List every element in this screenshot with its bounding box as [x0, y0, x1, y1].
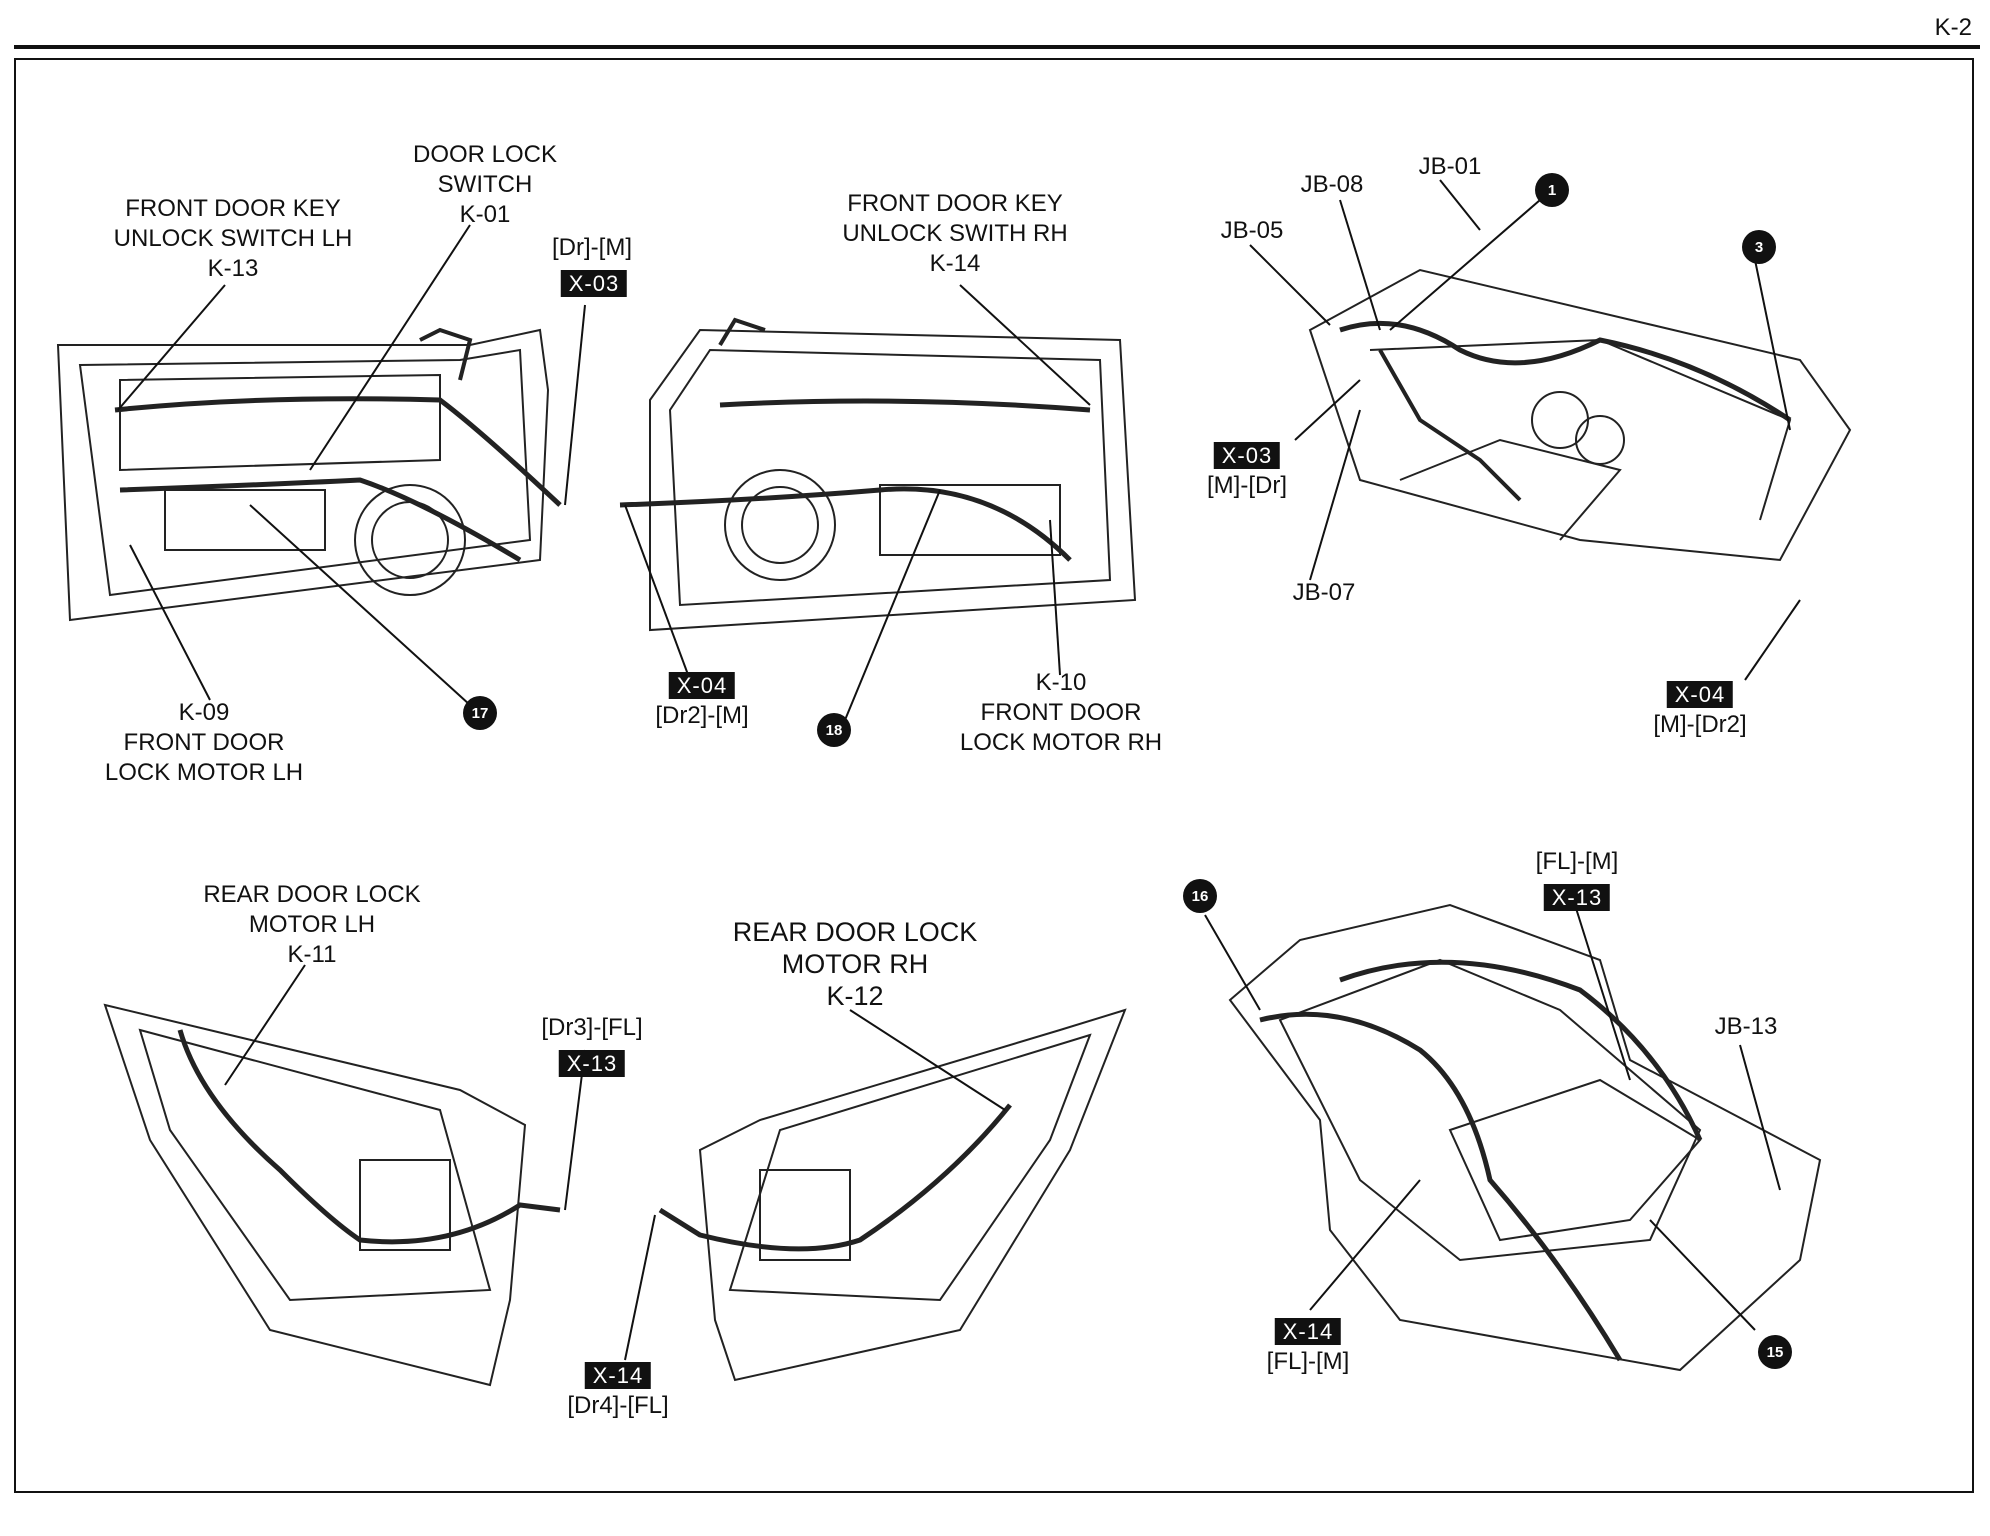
- connector-x04-door-sub: [Dr2]-[M]: [655, 702, 749, 729]
- front-door-lh-illustration: [56, 327, 562, 622]
- connector-x03-dash-tag: X-03: [1213, 442, 1281, 469]
- connector-x14-floor-tag: X-14: [1274, 1318, 1342, 1345]
- label-jb-01: JB-01: [1418, 153, 1482, 180]
- connector-x14-rear-sub: [Dr4]-[FL]: [567, 1392, 669, 1419]
- floor-harness-illustration: [1228, 903, 1822, 1372]
- marker-1: 1: [1535, 173, 1569, 207]
- marker-3: 3: [1742, 230, 1776, 264]
- leader-lines: [117, 179, 1801, 1361]
- connector-x13-floor-sub: [FL]-[M]: [1535, 848, 1619, 875]
- connector-x03-door-sub: [Dr]-[M]: [552, 234, 632, 261]
- connector-x13-rear-tag: X-13: [558, 1050, 626, 1077]
- label-jb-07: JB-07: [1292, 579, 1356, 606]
- connector-x04-dash-sub: [M]-[Dr2]: [1653, 711, 1747, 738]
- label-jb-05: JB-05: [1220, 217, 1284, 244]
- connector-x14-floor-sub: [FL]-[M]: [1266, 1348, 1350, 1375]
- front-door-rh-illustration: [619, 317, 1137, 632]
- rear-door-rh-illustration: [658, 1008, 1127, 1382]
- connector-x13-floor-tag: X-13: [1543, 884, 1611, 911]
- label-front-door-lock-motor-lh: K-09 FRONT DOOR LOCK MOTOR LH: [104, 699, 304, 786]
- label-jb-08: JB-08: [1300, 171, 1364, 198]
- label-front-door-lock-motor-rh: K-10 FRONT DOOR LOCK MOTOR RH: [959, 669, 1163, 756]
- dashboard-illustration: [1308, 268, 1852, 562]
- page-number: K-2: [1934, 14, 1972, 41]
- label-rear-door-lock-motor-lh: REAR DOOR LOCK MOTOR LH K-11: [203, 881, 421, 968]
- connector-x03-door-tag: X-03: [560, 270, 628, 297]
- marker-16: 16: [1183, 879, 1217, 913]
- connector-x04-door-tag: X-04: [668, 672, 736, 699]
- connector-x14-rear-tag: X-14: [584, 1362, 652, 1389]
- rear-door-lh-illustration: [103, 1003, 561, 1387]
- marker-18: 18: [817, 713, 851, 747]
- label-front-door-key-unlock-switch-rh: FRONT DOOR KEY UNLOCK SWITH RH K-14: [842, 190, 1068, 277]
- marker-17: 17: [463, 696, 497, 730]
- label-jb-13: JB-13: [1714, 1013, 1778, 1040]
- connector-x04-dash-tag: X-04: [1666, 681, 1734, 708]
- label-door-lock-switch: DOOR LOCK SWITCH K-01: [412, 141, 558, 228]
- header-rule: [14, 45, 1980, 49]
- connector-x03-dash-sub: [M]-[Dr]: [1207, 472, 1287, 499]
- marker-15: 15: [1758, 1335, 1792, 1369]
- label-rear-door-lock-motor-rh: REAR DOOR LOCK MOTOR RH K-12: [732, 917, 978, 1011]
- label-front-door-key-unlock-switch-lh: FRONT DOOR KEY UNLOCK SWITCH LH K-13: [113, 195, 353, 282]
- connector-x13-rear-sub: [Dr3]-[FL]: [541, 1014, 643, 1041]
- diagram-frame: [14, 58, 1974, 1493]
